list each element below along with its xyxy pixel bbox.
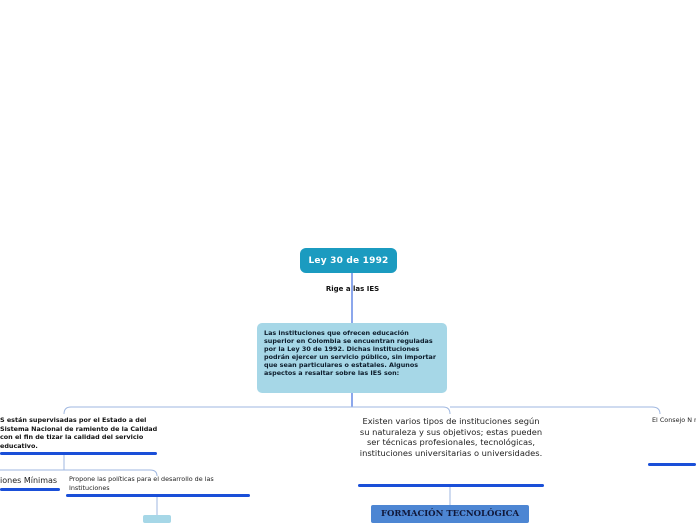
branch-center-text: Existen varios tipos de instituciones se… (359, 416, 543, 458)
relation-label: Rige a las IES (325, 285, 380, 293)
main-topic-node[interactable]: Las instituciones que ofrecen educación … (257, 323, 447, 393)
sub-branch-left-underline (0, 488, 60, 491)
branch-left-underline (0, 452, 157, 455)
sub-branch-middle-underline (66, 494, 250, 497)
sub-branch-left-text: iones Mínimas (0, 476, 58, 485)
formacion-tecnologica-label: FORMACIÓN TECNOLÓGICA (380, 509, 520, 519)
main-topic-text: Las instituciones que ofrecen educación … (264, 329, 437, 378)
branch-right-text: El Consejo N responsabili niveles de c e… (652, 416, 696, 424)
branch-right-node[interactable]: El Consejo N responsabili niveles de c e… (652, 416, 696, 425)
root-node[interactable]: Ley 30 de 1992 (300, 248, 397, 273)
sub-branch-middle-node[interactable]: Propone las políticas para el desarrollo… (69, 475, 251, 492)
branch-left-node[interactable]: S están supervisadas por el Estado a del… (0, 416, 158, 450)
collapsed-child-node[interactable] (143, 515, 171, 523)
branch-center-node[interactable]: Existen varios tipos de instituciones se… (358, 416, 544, 458)
root-node-label: Ley 30 de 1992 (308, 255, 389, 266)
formacion-tecnologica-node[interactable]: FORMACIÓN TECNOLÓGICA (371, 505, 529, 523)
branch-left-text: S están supervisadas por el Estado a del… (0, 416, 158, 450)
branch-right-underline (648, 463, 696, 466)
connector-left-children (0, 469, 158, 477)
branch-center-underline (358, 484, 544, 487)
sub-branch-left-node[interactable]: iones Mínimas (0, 476, 60, 485)
sub-branch-middle-text: Propone las políticas para el desarrollo… (69, 475, 214, 492)
connector-branch-bus (63, 406, 661, 415)
